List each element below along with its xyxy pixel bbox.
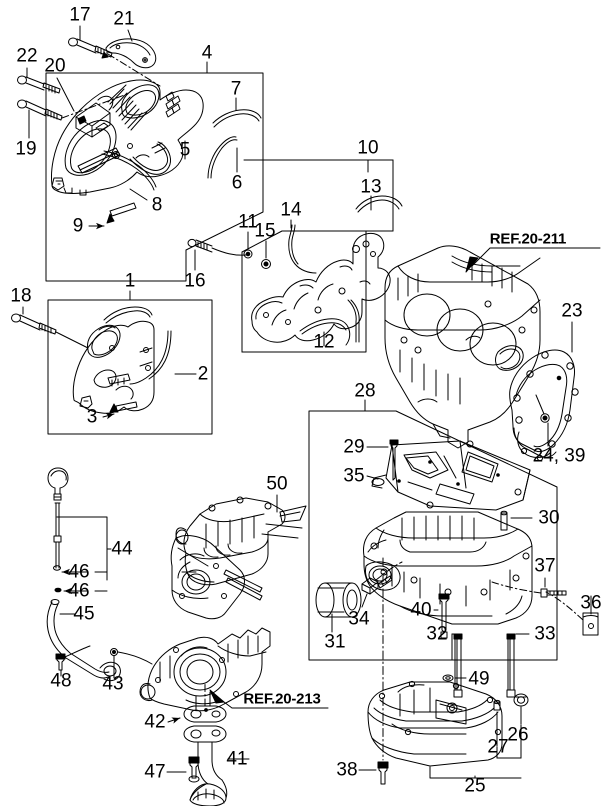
bolt-40 — [438, 593, 450, 639]
callout-5: 5 — [179, 139, 191, 161]
oil-level-tube-45 — [46, 599, 121, 682]
reference-label-20-211: REF.20-211 — [489, 230, 567, 248]
callout-47: 47 — [144, 761, 166, 783]
rear-cover-1 — [72, 320, 155, 414]
bolt-29 — [389, 439, 399, 481]
callout-42: 42 — [144, 711, 166, 733]
callout-1: 1 — [124, 270, 136, 292]
pump-body-lower — [170, 535, 263, 620]
callout-20: 20 — [44, 55, 66, 77]
lower-cover-10 — [251, 232, 391, 343]
timing-cover-4 — [51, 79, 204, 196]
callout-29: 29 — [343, 436, 365, 458]
baffle-plate-35 — [371, 440, 531, 511]
gasket-23 — [509, 349, 579, 462]
callout-49: 49 — [468, 668, 490, 690]
bolt-16 — [187, 238, 213, 253]
callout-30: 30 — [538, 507, 560, 529]
callout-16: 16 — [184, 270, 206, 292]
callout-26: 26 — [507, 724, 529, 746]
bolt-18 — [11, 313, 57, 335]
dipstick-44 — [47, 467, 69, 571]
callout-7: 7 — [230, 78, 242, 100]
group-box-28 — [308, 410, 558, 661]
pump-cover-50 — [175, 496, 307, 586]
bolt-32 — [453, 633, 463, 698]
callout-40: 40 — [410, 599, 432, 621]
group-box-1 — [47, 299, 213, 435]
callout-34: 34 — [348, 608, 370, 630]
callout-25: 25 — [464, 775, 486, 797]
callout-50: 50 — [266, 473, 288, 495]
bolt-47 — [188, 756, 200, 783]
callout-32: 32 — [426, 623, 448, 645]
callout-9: 9 — [72, 215, 84, 237]
callout-23: 23 — [561, 300, 583, 322]
callout-14: 14 — [280, 199, 302, 221]
callout-48: 48 — [50, 670, 72, 692]
callout-19: 19 — [15, 138, 37, 160]
part-20 — [75, 102, 111, 138]
oil-filter-31 — [315, 582, 362, 618]
group-box-4 — [45, 72, 264, 282]
callout-21: 21 — [113, 8, 135, 30]
callout-36: 36 — [580, 592, 602, 614]
callout-2: 2 — [197, 363, 209, 385]
callout-46-lower: 46 — [68, 580, 90, 602]
callout-10: 10 — [357, 137, 379, 159]
callout-22: 22 — [16, 45, 38, 67]
callout-38: 38 — [336, 759, 358, 781]
callout-28: 28 — [354, 380, 376, 402]
callout-6: 6 — [231, 172, 243, 194]
oil-pickup-41 — [183, 725, 228, 806]
callout-35: 35 — [343, 465, 365, 487]
callout-13: 13 — [360, 176, 382, 198]
reference-label-20-213: REF.20-213 — [243, 690, 321, 708]
callout-4: 4 — [201, 42, 213, 64]
bolt-37 — [540, 588, 567, 598]
bolt-33 — [506, 633, 516, 698]
callout-24-39: 24, 39 — [532, 445, 586, 467]
callout-44: 44 — [111, 538, 133, 560]
bracket-21 — [101, 38, 157, 69]
engine-block-ref-20-211 — [384, 245, 541, 449]
callout-8: 8 — [151, 194, 163, 216]
callout-3: 3 — [86, 406, 98, 428]
callout-46-upper: 46 — [68, 561, 90, 583]
lower-oil-pan-25 — [367, 680, 503, 767]
gasket-42 — [183, 705, 227, 723]
callout-27: 27 — [487, 736, 509, 758]
callout-31: 31 — [324, 631, 346, 653]
callout-33: 33 — [534, 623, 556, 645]
bolt-22 — [17, 75, 61, 94]
bolt-48 — [55, 653, 66, 671]
bolt-19 — [17, 99, 63, 121]
oil-pump-ref-20-213 — [139, 627, 271, 712]
callout-12: 12 — [313, 331, 335, 353]
callout-41: 41 — [226, 748, 248, 770]
bolt-38 — [377, 761, 389, 785]
callout-45: 45 — [73, 603, 95, 625]
callout-15: 15 — [254, 220, 276, 242]
callout-18: 18 — [10, 285, 32, 307]
callout-17: 17 — [69, 4, 91, 26]
washer-26 — [513, 693, 529, 707]
callout-37: 37 — [534, 555, 556, 577]
callout-11: 11 — [238, 211, 258, 233]
callout-43: 43 — [102, 673, 124, 695]
